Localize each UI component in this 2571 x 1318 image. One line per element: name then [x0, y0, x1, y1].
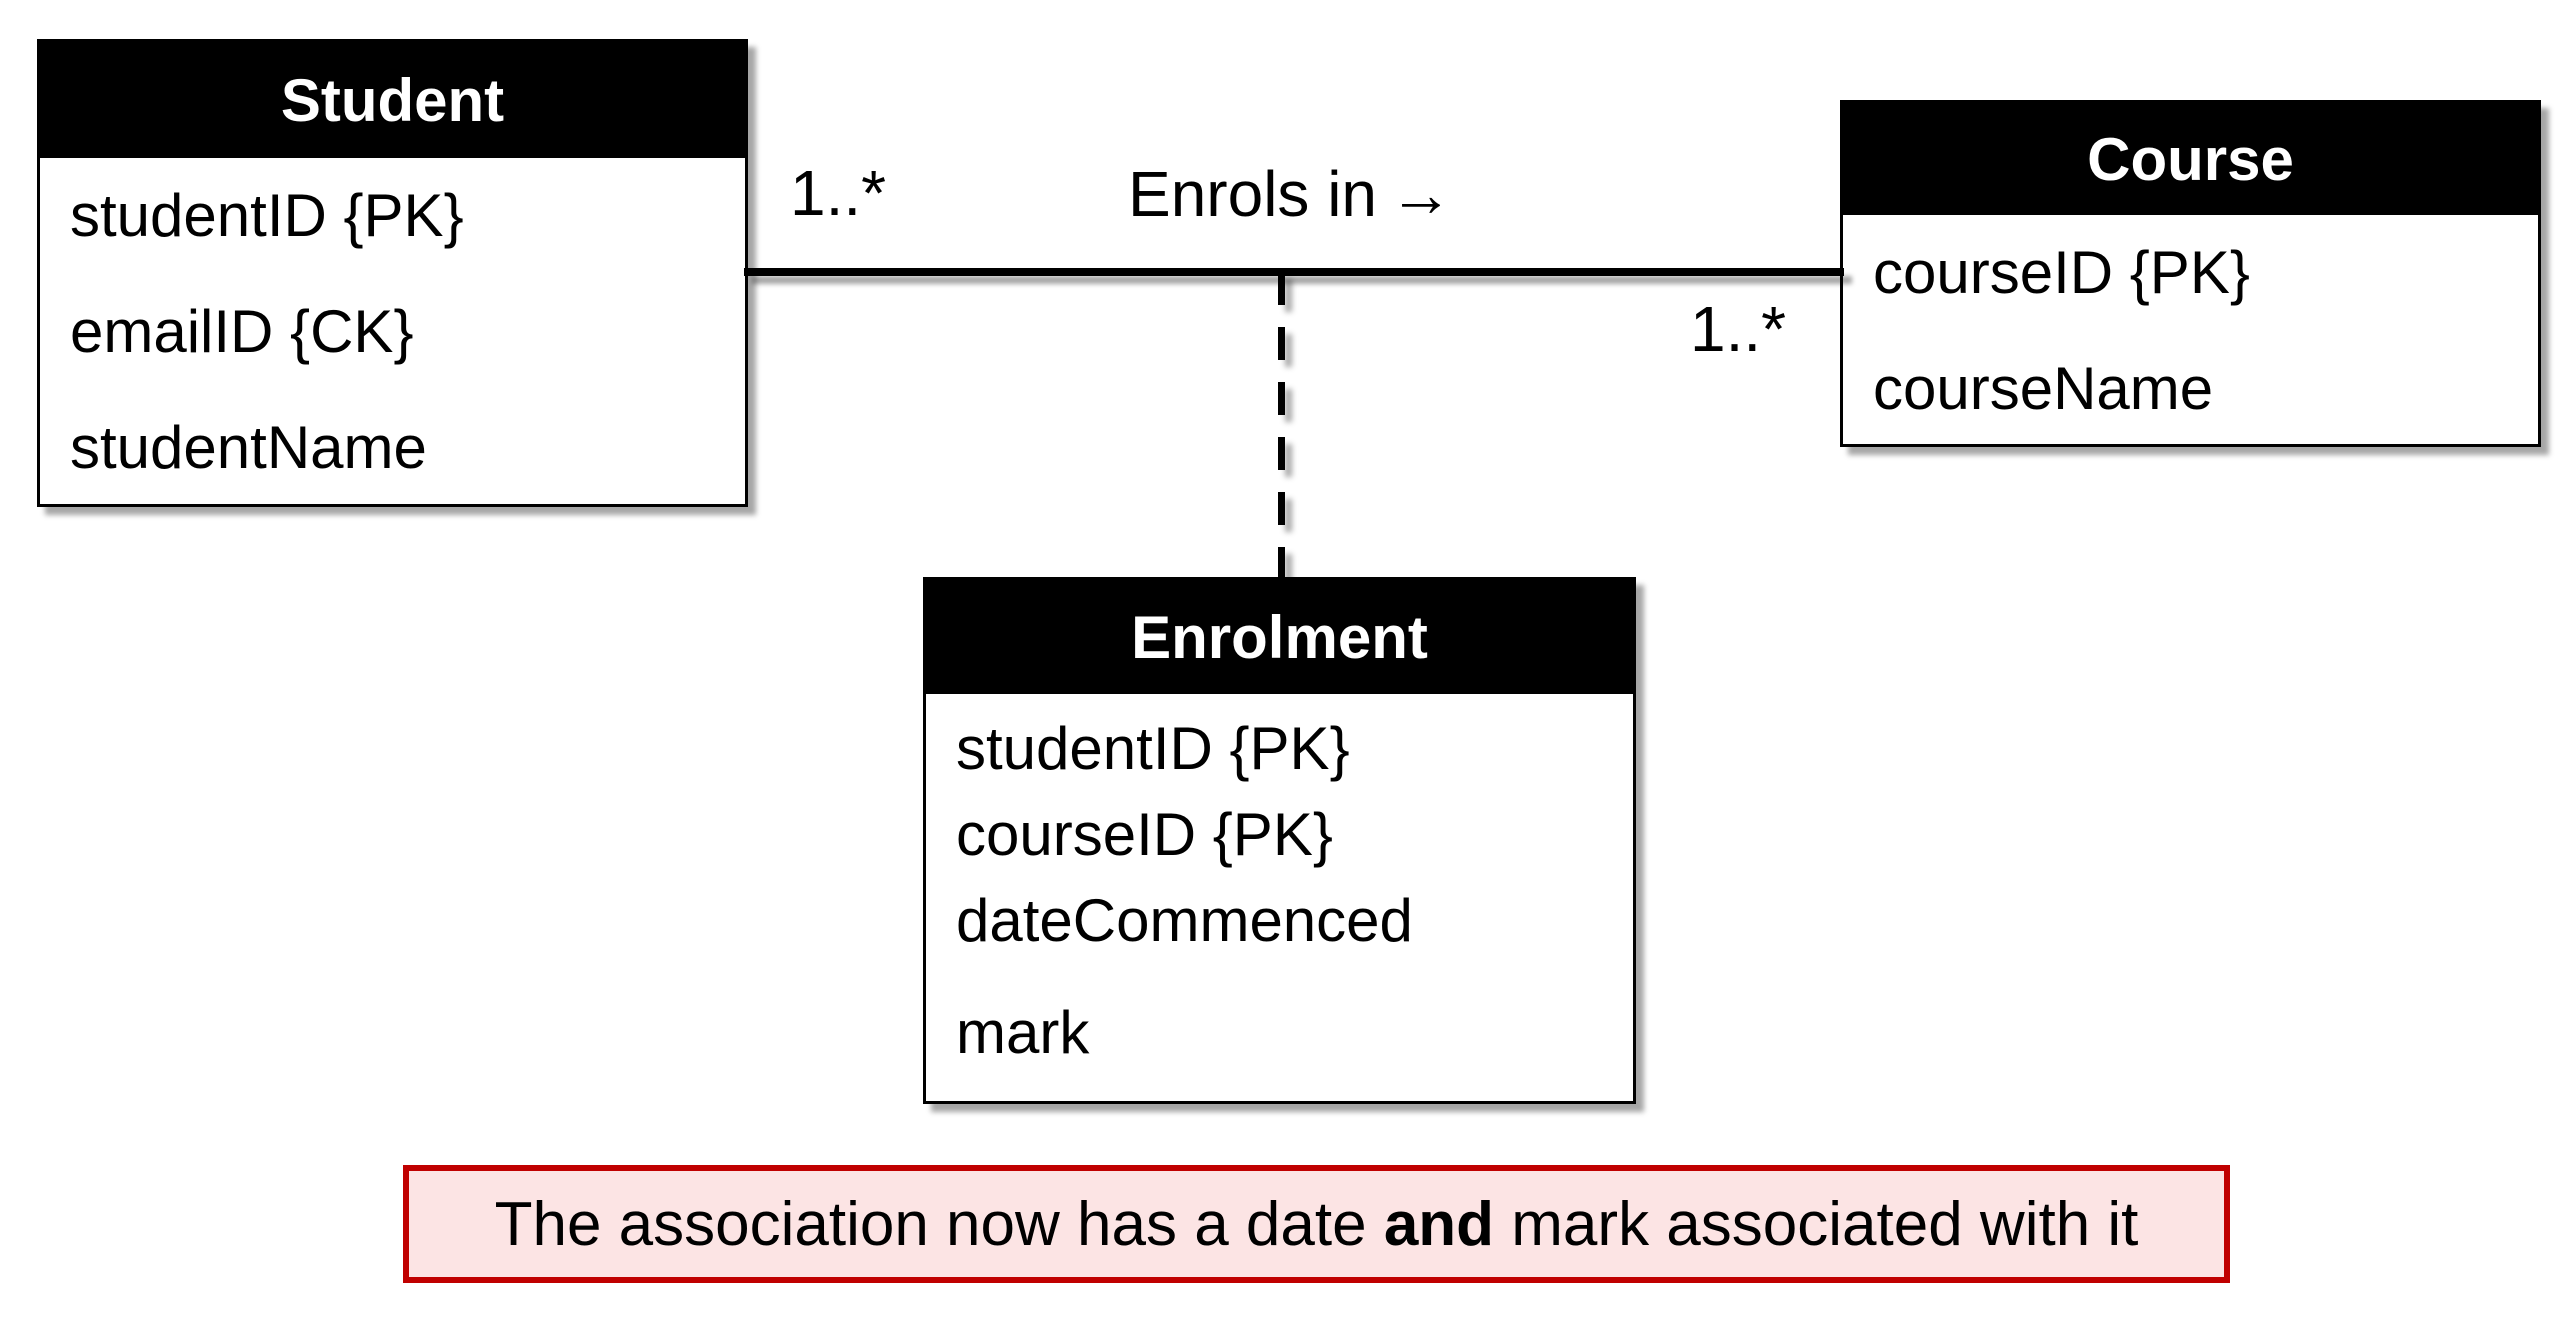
note-text-suffix: mark associated with it [1494, 1189, 2139, 1259]
association-class-dashed-connector [1278, 272, 1285, 577]
note-text-prefix: The association now has a date [494, 1189, 1384, 1259]
entity-student: Student studentID {PK} emailID {CK} stud… [37, 39, 748, 507]
enrolment-attribute-studentid: studentID {PK} [956, 715, 1350, 782]
note-text: The association now has a date and mark … [495, 1189, 2139, 1260]
entity-enrolment-header: Enrolment [926, 580, 1633, 694]
entity-course-body: courseID {PK} courseName [1843, 215, 2538, 447]
multiplicity-course-end: 1..* [1690, 293, 1787, 365]
student-attribute-emailid: emailID {CK} [70, 298, 414, 365]
multiplicity-student-end: 1..* [790, 157, 887, 229]
enrolment-attribute-mark: mark [956, 999, 1090, 1066]
entity-enrolment-body: studentID {PK} courseID {PK} dateCommenc… [926, 694, 1633, 1076]
entity-enrolment: Enrolment studentID {PK} courseID {PK} d… [923, 577, 1636, 1104]
association-name-text: Enrols in [1128, 158, 1377, 230]
entity-course-title: Course [2087, 125, 2294, 193]
entity-student-header: Student [40, 42, 745, 158]
association-line [744, 268, 1844, 276]
association-direction-arrow-icon: → [1389, 158, 1453, 230]
course-attribute-courseid: courseID {PK} [1873, 239, 2250, 306]
enrolment-attribute-courseid: courseID {PK} [956, 801, 1333, 868]
entity-course: Course courseID {PK} courseName [1840, 100, 2541, 447]
entity-student-title: Student [280, 66, 505, 134]
entity-course-header: Course [1843, 103, 2538, 215]
course-attribute-coursename: courseName [1873, 355, 2214, 422]
note-text-bold: and [1383, 1189, 1495, 1259]
note-box: The association now has a date and mark … [403, 1165, 2230, 1283]
student-attribute-studentname: studentName [70, 414, 427, 481]
entity-enrolment-title: Enrolment [1131, 603, 1428, 671]
student-attribute-studentid: studentID {PK} [70, 182, 464, 249]
entity-student-body: studentID {PK} emailID {CK} studentName [40, 158, 745, 506]
enrolment-attribute-datecommenced: dateCommenced [956, 887, 1413, 954]
association-name-label: Enrols in→ [1128, 162, 1453, 226]
